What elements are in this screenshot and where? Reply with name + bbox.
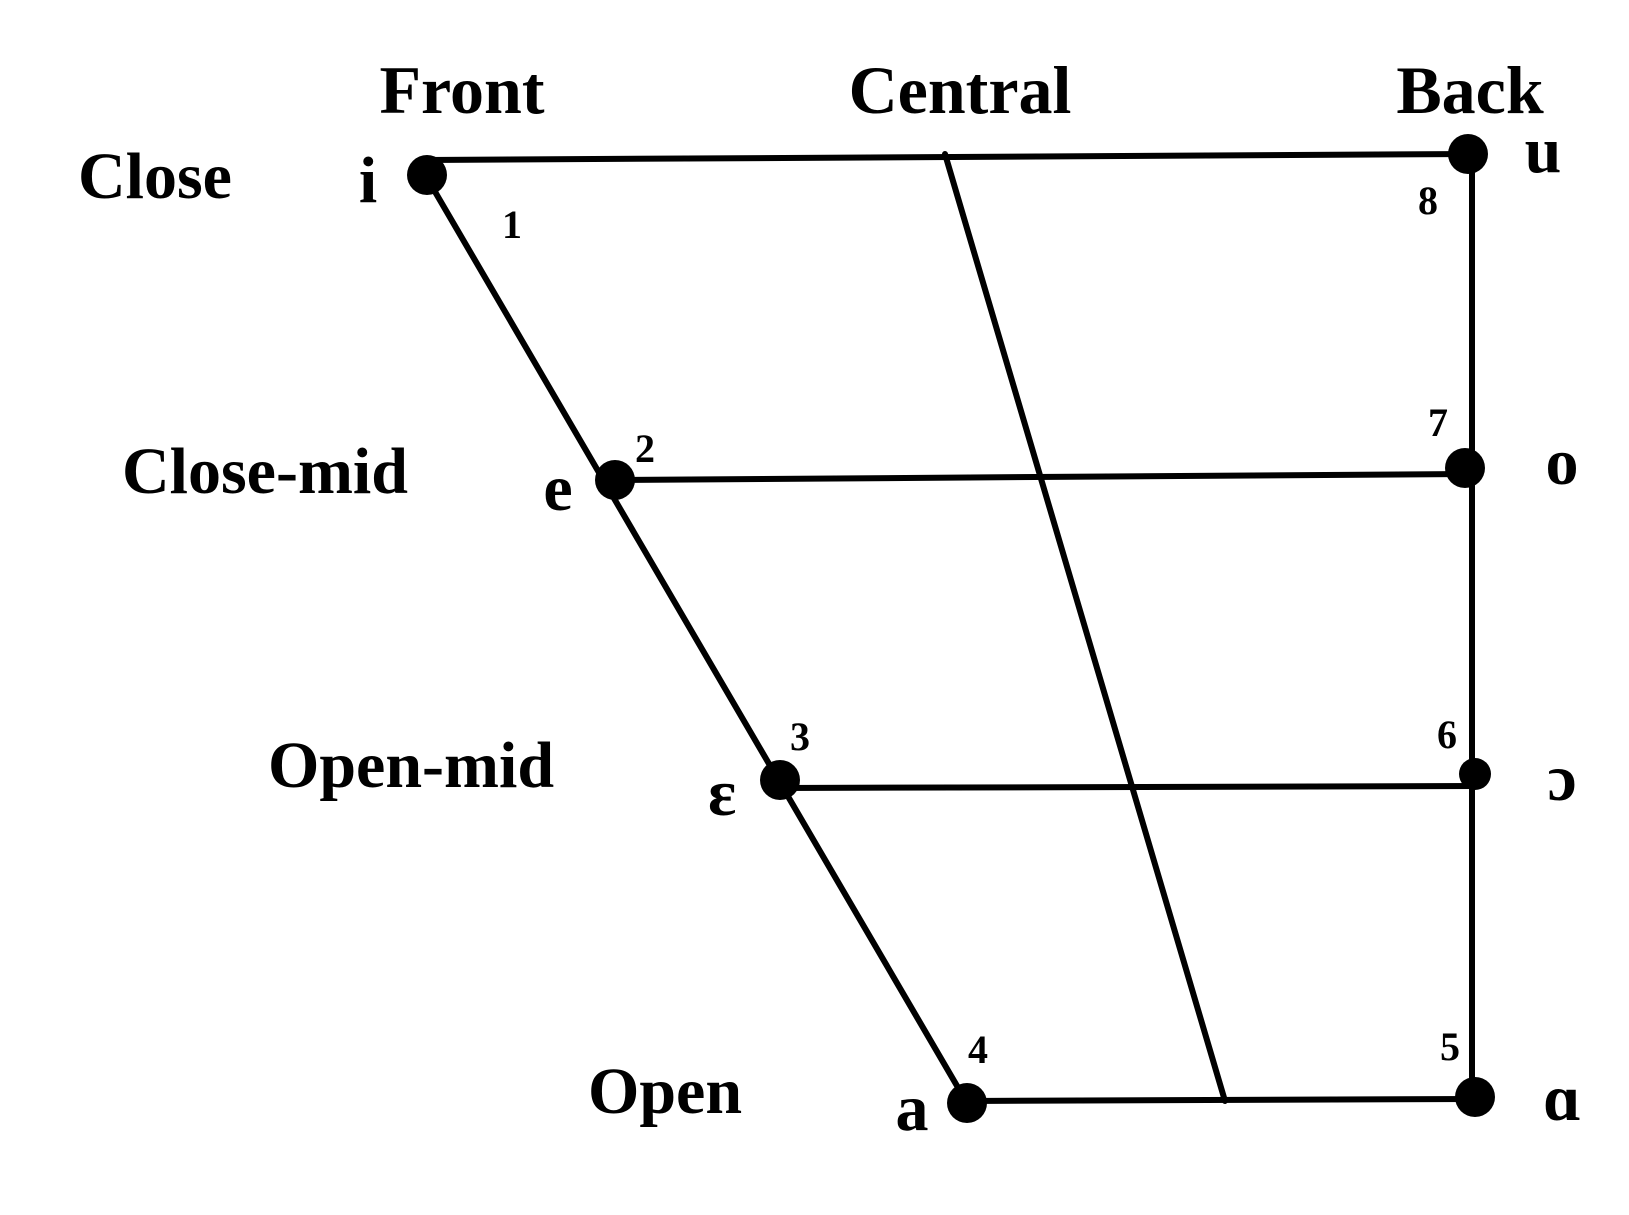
close-line <box>424 151 1475 163</box>
row-header-open-mid: Open-mid <box>268 729 554 802</box>
vowel-symbol-6: ɔ <box>1547 742 1576 815</box>
vowel-symbol-1: i <box>359 144 377 217</box>
close-mid-line <box>612 471 1470 483</box>
vowel-number-3: 3 <box>790 714 810 759</box>
vowel-numbers: 1 2 3 4 5 6 7 8 <box>502 178 1460 1072</box>
vowel-symbol-2: e <box>543 452 572 525</box>
vowel-symbol-4: a <box>896 1072 929 1145</box>
vowel-dots <box>407 134 1495 1123</box>
vowel-dot-8 <box>1448 134 1488 174</box>
open-line <box>964 1096 1478 1104</box>
vowel-dot-3 <box>760 760 800 800</box>
vowel-dot-6 <box>1459 758 1491 790</box>
vowel-symbols: i e ɛ a ɑ ɔ o u <box>359 114 1581 1145</box>
vowel-number-7: 7 <box>1428 400 1448 445</box>
vowel-symbol-5: ɑ <box>1543 1062 1581 1135</box>
vowel-dot-1 <box>407 155 447 195</box>
open-mid-line <box>777 783 1478 791</box>
front-edge <box>424 175 970 1106</box>
vowel-number-6: 6 <box>1437 712 1457 757</box>
vowel-dot-5 <box>1455 1077 1495 1117</box>
column-header-back: Back <box>1396 52 1544 128</box>
central-line <box>942 151 1228 1104</box>
vowel-dot-4 <box>947 1083 987 1123</box>
vowel-symbol-7: o <box>1546 426 1579 499</box>
column-header-central: Central <box>849 52 1072 128</box>
vowel-number-8: 8 <box>1418 178 1438 223</box>
chart-lines <box>424 151 1478 1106</box>
vowel-number-1: 1 <box>502 202 522 247</box>
vowel-number-4: 4 <box>968 1027 988 1072</box>
vowel-symbol-3: ɛ <box>708 757 736 830</box>
row-headers: Close Close-mid Open-mid Open <box>78 140 742 1128</box>
vowel-symbol-8: u <box>1525 114 1562 187</box>
column-headers: Front Central Back <box>380 52 1544 128</box>
row-header-open: Open <box>588 1055 742 1128</box>
row-header-close: Close <box>78 140 232 213</box>
vowel-dot-7 <box>1445 448 1485 488</box>
vowel-dot-2 <box>595 460 635 500</box>
vowel-number-5: 5 <box>1440 1024 1460 1069</box>
vowel-number-2: 2 <box>635 426 655 471</box>
row-header-close-mid: Close-mid <box>122 435 408 508</box>
column-header-front: Front <box>380 52 545 128</box>
